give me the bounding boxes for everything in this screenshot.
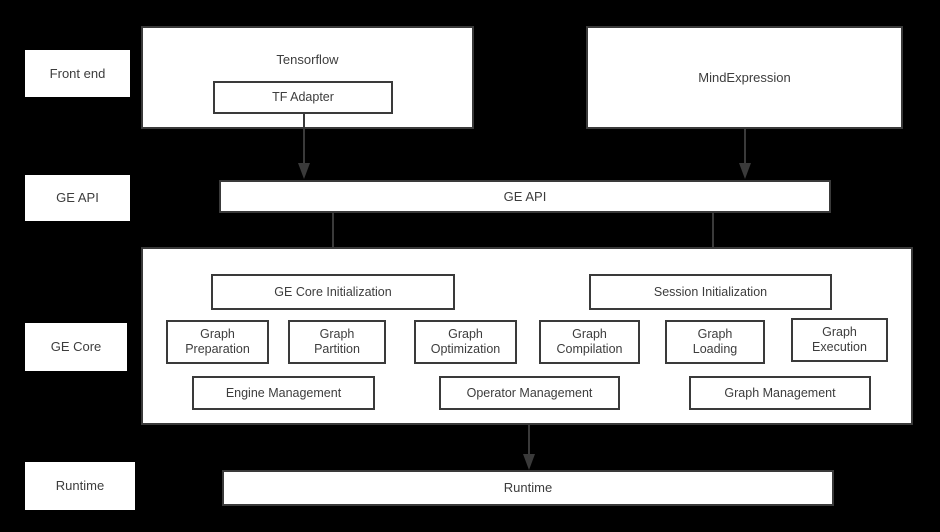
engine-management-label: Engine Management xyxy=(225,385,342,400)
operator-management-label: Operator Management xyxy=(466,385,593,400)
tensorflow-title: Tensorflow xyxy=(276,52,339,67)
graph-preparation-line2: Preparation xyxy=(185,342,250,356)
connector-mindexpression-to-ge-api xyxy=(737,128,753,180)
mindexpression-title: MindExpression xyxy=(698,69,791,85)
graph-management-label: Graph Management xyxy=(724,385,836,400)
connector-tf-adapter-to-ge-api xyxy=(296,113,312,180)
graph-partition-line1: Graph xyxy=(319,327,355,342)
graph-loading-box[interactable]: Graph Loading xyxy=(665,320,765,364)
graph-optimization-box[interactable]: Graph Optimization xyxy=(414,320,517,364)
graph-optimization-line1: Graph xyxy=(448,327,483,342)
engine-management-box[interactable]: Engine Management xyxy=(192,376,375,410)
graph-loading-line2: Loading xyxy=(692,342,738,356)
ge-api-bar-label: GE API xyxy=(503,188,547,204)
connector-ge-core-to-runtime xyxy=(521,424,537,471)
stage-label-runtime-text: Runtime xyxy=(55,478,105,494)
graph-preparation-box[interactable]: Graph Preparation xyxy=(166,320,269,364)
ge-core-initialization-label: GE Core Initialization xyxy=(274,284,392,299)
stage-label-ge-core: GE Core xyxy=(25,323,127,371)
operator-management-box[interactable]: Operator Management xyxy=(439,376,620,410)
graph-execution-line2: Execution xyxy=(812,340,867,354)
graph-optimization-line2: Optimization xyxy=(430,342,501,356)
ge-core-initialization-box[interactable]: GE Core Initialization xyxy=(211,274,455,310)
session-initialization-label: Session Initialization xyxy=(653,284,768,299)
runtime-bar[interactable]: Runtime xyxy=(222,470,834,506)
graph-partition-box[interactable]: Graph Partition xyxy=(288,320,386,364)
stage-label-ge-api: GE API xyxy=(25,175,130,221)
stage-label-front-end: Front end xyxy=(25,50,130,97)
stage-label-ge-api-text: GE API xyxy=(56,190,99,206)
graph-management-box[interactable]: Graph Management xyxy=(689,376,871,410)
stage-label-ge-core-text: GE Core xyxy=(50,339,102,355)
graph-partition-line2: Partition xyxy=(314,342,360,356)
graph-compilation-line1: Graph xyxy=(572,327,607,342)
stage-label-runtime: Runtime xyxy=(25,462,135,510)
graph-compilation-box[interactable]: Graph Compilation xyxy=(539,320,640,364)
frontend-panel-mindexpression: MindExpression xyxy=(586,26,903,129)
graph-compilation-line2: Compilation xyxy=(556,342,623,356)
tf-adapter-label: TF Adapter xyxy=(272,90,334,105)
graph-execution-line1: Graph xyxy=(822,325,857,340)
stage-label-front-end-text: Front end xyxy=(49,65,106,81)
graph-execution-box[interactable]: Graph Execution xyxy=(791,318,888,362)
graph-loading-line1: Graph xyxy=(697,327,733,342)
ge-api-bar[interactable]: GE API xyxy=(219,180,831,213)
graph-preparation-line1: Graph xyxy=(200,327,235,342)
session-initialization-box[interactable]: Session Initialization xyxy=(589,274,832,310)
runtime-bar-label: Runtime xyxy=(503,480,553,496)
tf-adapter-box[interactable]: TF Adapter xyxy=(213,81,393,114)
